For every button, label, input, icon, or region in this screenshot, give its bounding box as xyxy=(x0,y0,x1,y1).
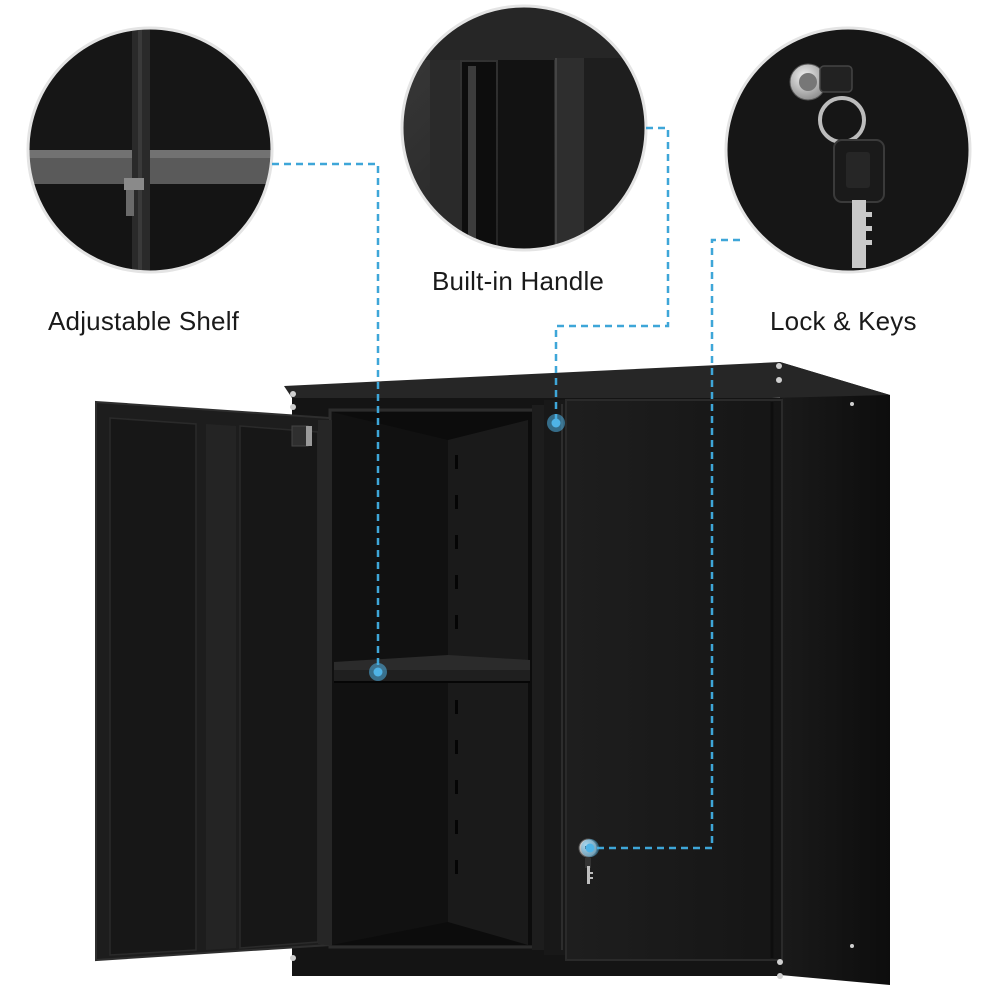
lock-detail-zoom xyxy=(724,26,972,274)
callout-label-built-in-handle: Built-in Handle xyxy=(432,266,605,296)
shelf-slot-strip xyxy=(455,455,458,874)
callout-label-adjustable-shelf: Adjustable Shelf xyxy=(48,306,240,336)
right-door xyxy=(566,400,782,960)
built-in-handle xyxy=(544,400,568,955)
callout-lines xyxy=(272,126,740,850)
callout-label-lock-keys: Lock & Keys xyxy=(770,306,917,336)
callout-line-shelf xyxy=(272,162,380,672)
handle-detail-zoom xyxy=(400,4,648,252)
callout-line-lock xyxy=(590,238,740,850)
left-door-open xyxy=(95,400,332,962)
key-icon xyxy=(585,858,593,884)
cabinet xyxy=(95,362,890,985)
callout-dots xyxy=(369,414,599,857)
cabinet-side-panel xyxy=(780,362,890,985)
callout-line-handle xyxy=(554,126,670,422)
shelf-detail-zoom xyxy=(26,26,274,274)
